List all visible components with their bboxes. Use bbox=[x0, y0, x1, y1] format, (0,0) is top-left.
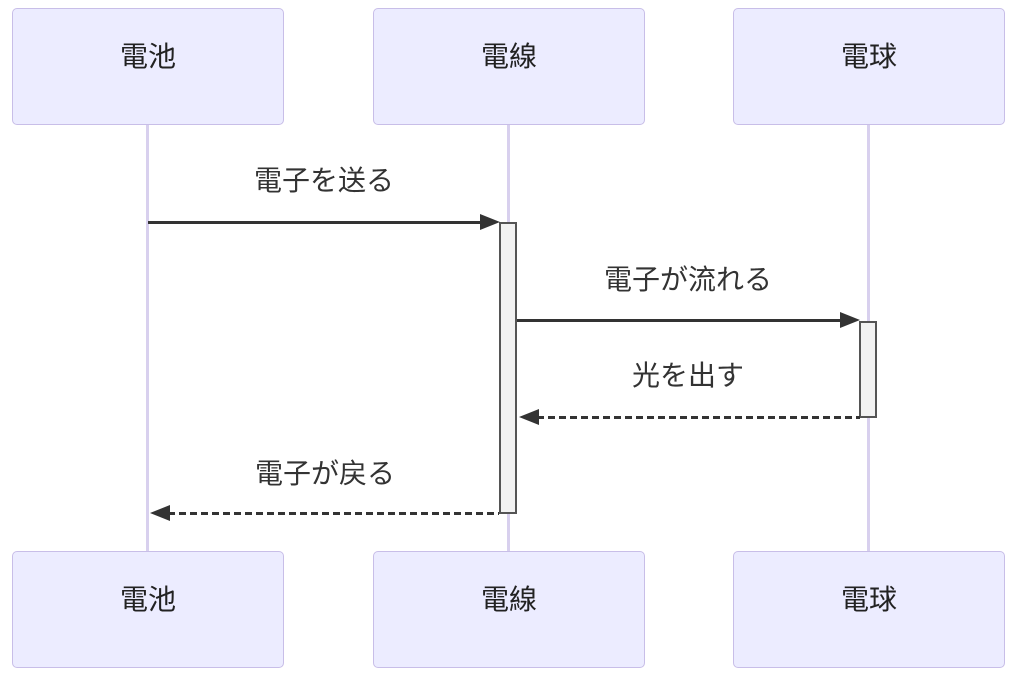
actor-label-battery: 電池 bbox=[119, 582, 176, 616]
message-label-send-electrons: 電子を送る bbox=[253, 164, 395, 197]
message-line-emit-light bbox=[537, 416, 860, 419]
actor-label-wire: 電線 bbox=[480, 582, 537, 616]
arrowhead-right-icon bbox=[480, 214, 500, 230]
actor-box-bulb-bottom: 電球 bbox=[733, 551, 1005, 668]
message-label-emit-light: 光を出す bbox=[631, 359, 745, 392]
lifeline-battery bbox=[146, 125, 149, 551]
actor-label-wire: 電線 bbox=[480, 39, 537, 73]
arrowhead-left-icon bbox=[519, 409, 539, 425]
actor-box-wire-top: 電線 bbox=[373, 8, 645, 125]
arrowhead-left-icon bbox=[150, 505, 170, 521]
message-line-electrons-flow bbox=[517, 319, 841, 322]
message-line-send-electrons bbox=[148, 221, 481, 224]
message-label-electrons-return: 電子が戻る bbox=[254, 457, 396, 490]
activation-bar-wire bbox=[499, 222, 517, 514]
actor-box-battery-bottom: 電池 bbox=[12, 551, 284, 668]
actor-label-battery: 電池 bbox=[119, 39, 176, 73]
message-label-electrons-flow: 電子が流れる bbox=[603, 263, 773, 296]
actor-box-bulb-top: 電球 bbox=[733, 8, 1005, 125]
message-line-electrons-return bbox=[168, 512, 499, 515]
actor-box-battery-top: 電池 bbox=[12, 8, 284, 125]
actor-label-bulb: 電球 bbox=[840, 582, 897, 616]
actor-box-wire-bottom: 電線 bbox=[373, 551, 645, 668]
actor-label-bulb: 電球 bbox=[840, 39, 897, 73]
arrowhead-right-icon bbox=[840, 312, 860, 328]
activation-bar-bulb bbox=[859, 321, 877, 418]
